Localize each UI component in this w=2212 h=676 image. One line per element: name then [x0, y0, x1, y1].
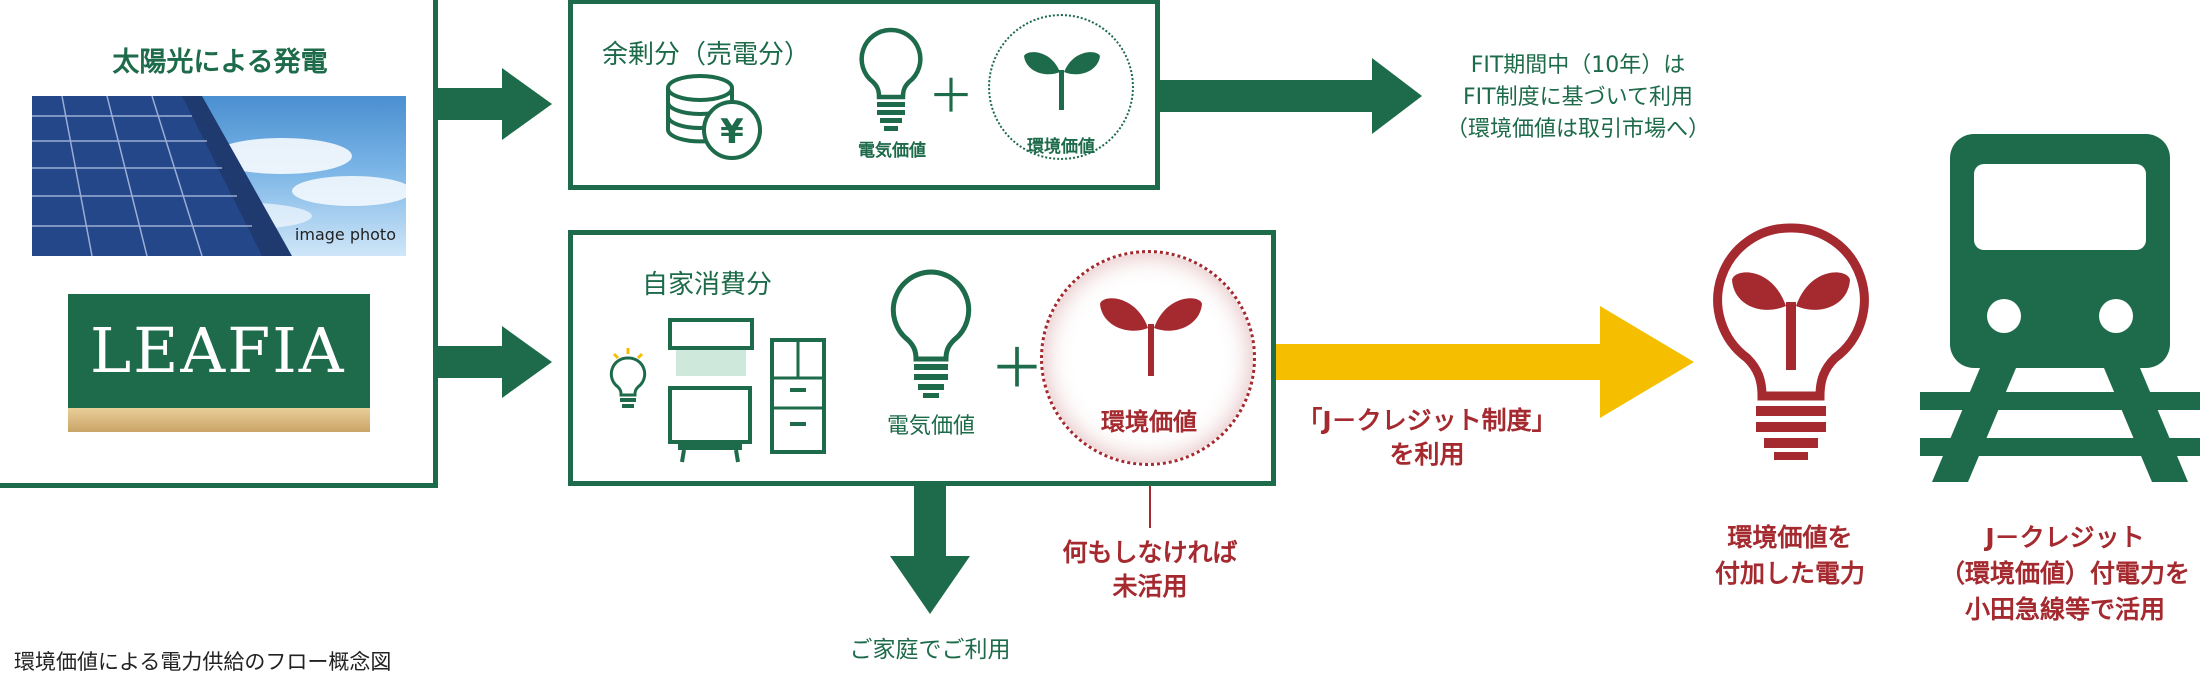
- env-power-line2: 付加した電力: [1714, 559, 1865, 588]
- logo-sand-stripe: [68, 408, 370, 432]
- jcredit-line1: 「J－クレジット制度」: [1297, 406, 1557, 435]
- figure-caption: 環境価値による電力供給のフロー概念図: [14, 650, 392, 674]
- bulb-icon: [859, 27, 923, 131]
- train-use-line1: J－クレジット: [1985, 523, 2145, 552]
- train-use-label: J－クレジット （環境価値）付電力を 小田急線等で活用: [1930, 520, 2200, 628]
- jcredit-line2: を利用: [1389, 440, 1465, 469]
- self-use-electric-label: 電気価値: [886, 414, 975, 439]
- arrow-to-home: [890, 464, 970, 614]
- arrow-jcredit: [1252, 306, 1694, 418]
- source-title: 太陽光による発電: [112, 47, 328, 78]
- arrow-to-surplus: [438, 68, 552, 140]
- surplus-title: 余剰分（売電分）: [602, 40, 811, 70]
- env-power-line1: 環境価値を: [1727, 523, 1853, 552]
- solar-panel-image: [32, 96, 406, 256]
- fit-line3: （環境価値は取引市場へ）: [1445, 117, 1710, 142]
- sprout-icon-red: [1100, 298, 1202, 376]
- sprout-icon: [1024, 52, 1100, 110]
- surplus-env-label: 環境価値: [1027, 137, 1095, 157]
- fit-line1: FIT期間中（10年）は: [1470, 53, 1686, 78]
- self-use-title: 自家消費分: [642, 270, 773, 300]
- env-power-label: 環境価値を 付加した電力: [1690, 520, 1890, 592]
- self-use-plus: ＋: [990, 337, 1044, 400]
- arrow-to-fit: [1158, 58, 1422, 134]
- photo-caption: image photo: [294, 225, 396, 244]
- fit-text: FIT期間中（10年）は FIT制度に基づいて利用 （環境価値は取引市場へ）: [1408, 50, 1748, 146]
- home-use-label: ご家庭でご利用: [849, 637, 1011, 663]
- unused-label: 何もしなければ 未活用: [1040, 536, 1260, 604]
- surplus-plus: ＋: [928, 69, 974, 123]
- appliances-icon: [609, 318, 826, 463]
- jcredit-label: 「J－クレジット制度」 を利用: [1262, 404, 1592, 472]
- surplus-electric-label: 電気価値: [858, 141, 926, 161]
- surplus-env-circle: [988, 14, 1134, 160]
- train-icon: [1920, 134, 2200, 482]
- leafia-logo: LEAFIA: [68, 294, 370, 432]
- train-use-line3: 小田急線等で活用: [1964, 595, 2165, 624]
- self-use-env-label: 環境価値: [1101, 408, 1197, 436]
- yen-glyph: ¥: [720, 112, 744, 152]
- solar-panel-photo: image photo: [32, 96, 406, 256]
- bulb-icon-large: [890, 269, 972, 398]
- fit-line2: FIT制度に基づいて利用: [1463, 85, 1693, 110]
- arrow-to-self-use: [438, 326, 552, 398]
- yen-coins-icon: [666, 74, 762, 160]
- unused-line1: 何もしなければ: [1062, 538, 1238, 567]
- env-power-bulb-icon: [1713, 223, 1869, 460]
- self-use-env-circle: [1040, 250, 1256, 466]
- unused-line2: 未活用: [1112, 572, 1188, 601]
- logo-text: LEAFIA: [90, 314, 346, 387]
- train-use-line2: （環境価値）付電力を: [1939, 559, 2190, 588]
